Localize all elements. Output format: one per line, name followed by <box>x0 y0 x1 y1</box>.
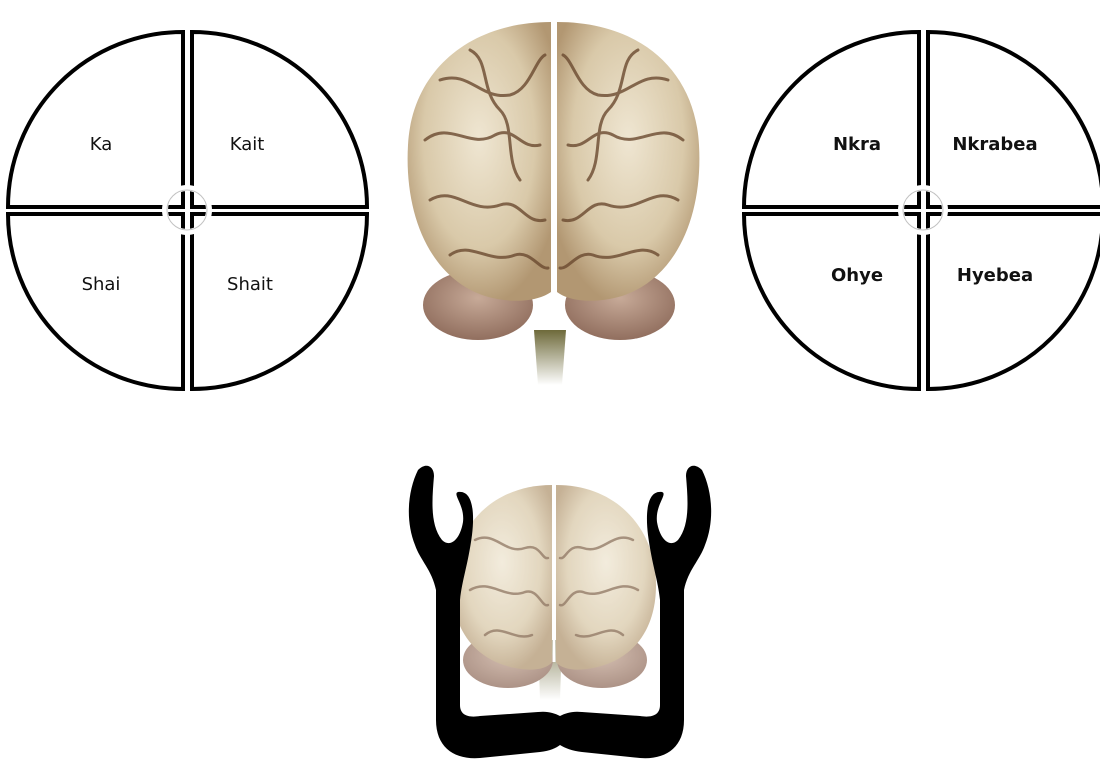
label-hyebea: Hyebea <box>957 265 1033 286</box>
quadrant-top-right <box>928 32 1100 207</box>
quadrant-top-left <box>744 32 919 207</box>
ka-arms-symbol <box>409 466 711 758</box>
left-quadrant-circle: Ka Kait Shai Shait <box>8 32 367 389</box>
label-kait: Kait <box>230 134 265 155</box>
label-nkra: Nkra <box>833 134 881 155</box>
brain-illustration-faded <box>452 485 656 700</box>
label-ka: Ka <box>90 134 113 155</box>
quadrant-top-left <box>8 32 183 207</box>
label-shait: Shait <box>227 274 273 295</box>
quadrant-bottom-right <box>928 214 1100 389</box>
label-ohye: Ohye <box>831 265 883 286</box>
quadrant-bottom-left <box>744 214 919 389</box>
brain-stem <box>534 330 566 385</box>
right-quadrant-circle: Nkra Nkrabea Ohye Hyebea <box>744 32 1100 389</box>
quadrant-bottom-left <box>8 214 183 389</box>
center-ring <box>901 188 945 232</box>
label-nkrabea: Nkrabea <box>952 134 1037 155</box>
center-ring-outline <box>903 190 943 230</box>
center-ring <box>165 188 209 232</box>
brain-illustration-top <box>408 22 700 385</box>
label-shai: Shai <box>82 274 121 295</box>
quadrant-bottom-right <box>192 214 367 389</box>
center-ring-outline <box>167 190 207 230</box>
quadrant-top-right <box>192 32 367 207</box>
